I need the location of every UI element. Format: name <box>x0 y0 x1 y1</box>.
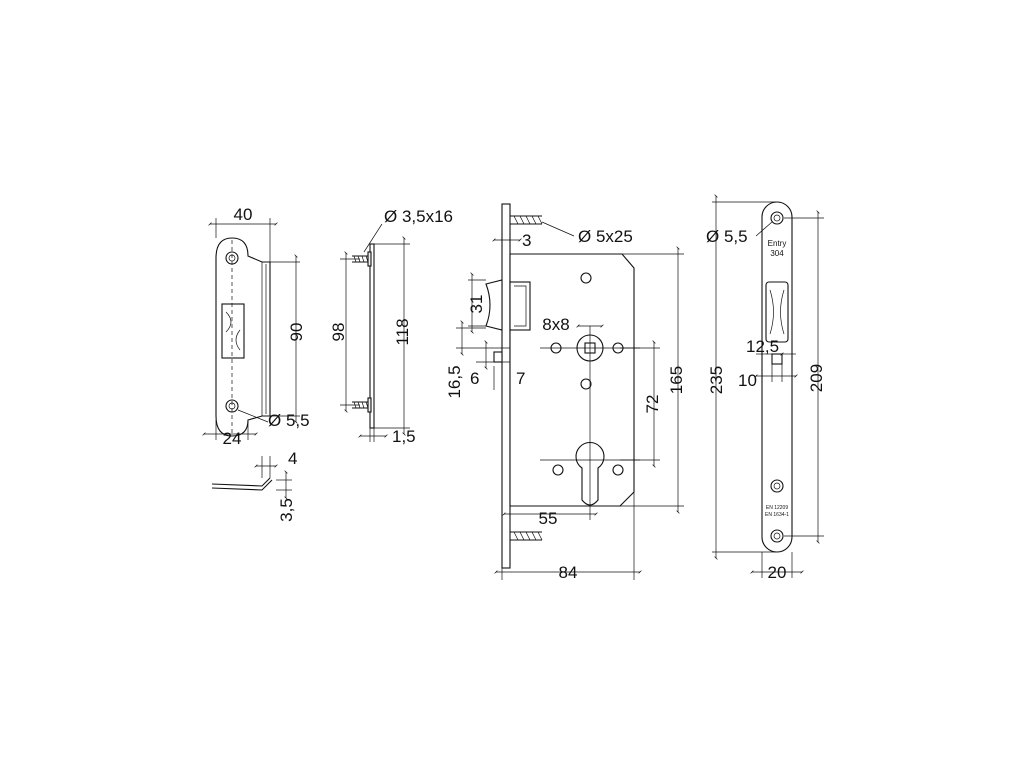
latch-height-label: 31 <box>467 295 486 314</box>
side-screw-label: Ø 3,5x16 <box>384 207 453 226</box>
body-screw-label: Ø 5x25 <box>578 227 633 246</box>
side-inner-height-label: 98 <box>329 323 348 342</box>
side-thickness-label: 1,5 <box>392 427 416 446</box>
spindle-label: 8x8 <box>542 315 569 334</box>
forend-latch-offset-label: 12,5 <box>746 337 779 356</box>
forend-bolt-offset-label: 10 <box>738 371 757 390</box>
strike-width-label: 40 <box>234 205 253 224</box>
forend-hole-spacing-label: 209 <box>807 364 826 392</box>
body-depth-label: 84 <box>559 563 578 582</box>
profile-depth-label: 3,5 <box>277 498 296 522</box>
body-height-label: 165 <box>667 366 686 394</box>
forend-marking-line1: Entry <box>768 239 787 248</box>
lock-body-view: Ø 5x25 3 31 8x8 16,5 6 7 72 165 <box>445 203 686 582</box>
forend-view: Entry 304 EN 12209 EN 1634-1 Ø 5,5 12,5 … <box>706 194 826 582</box>
profile-bend-label: 4 <box>288 449 297 468</box>
backset-label: 55 <box>539 509 558 528</box>
dim-6-label: 6 <box>470 369 479 388</box>
forend-width-label: 20 <box>768 563 787 582</box>
forend-length-label: 235 <box>707 366 726 394</box>
forend-cert-line1: EN 12209 <box>766 505 788 511</box>
faceplate-side-view: Ø 3,5x16 98 118 1,5 <box>329 207 453 446</box>
center-distance-label: 72 <box>643 395 662 414</box>
dim-16-5-label: 16,5 <box>445 365 464 398</box>
side-outer-height-label: 118 <box>393 318 412 345</box>
forend-marking-line2: 304 <box>770 249 784 258</box>
strike-hole-label: Ø 5,5 <box>268 411 310 430</box>
body-plate-thickness-label: 3 <box>522 231 531 250</box>
strike-plate-view: 40 90 Ø 5,5 24 <box>202 205 310 448</box>
dim-7-label: 7 <box>516 369 525 388</box>
strike-profile-view: 4 3,5 <box>211 449 297 522</box>
strike-offset-label: 24 <box>223 429 242 448</box>
forend-hole-label: Ø 5,5 <box>706 227 748 246</box>
strike-height-label: 90 <box>287 323 306 342</box>
forend-cert-line2: EN 1634-1 <box>765 512 789 518</box>
